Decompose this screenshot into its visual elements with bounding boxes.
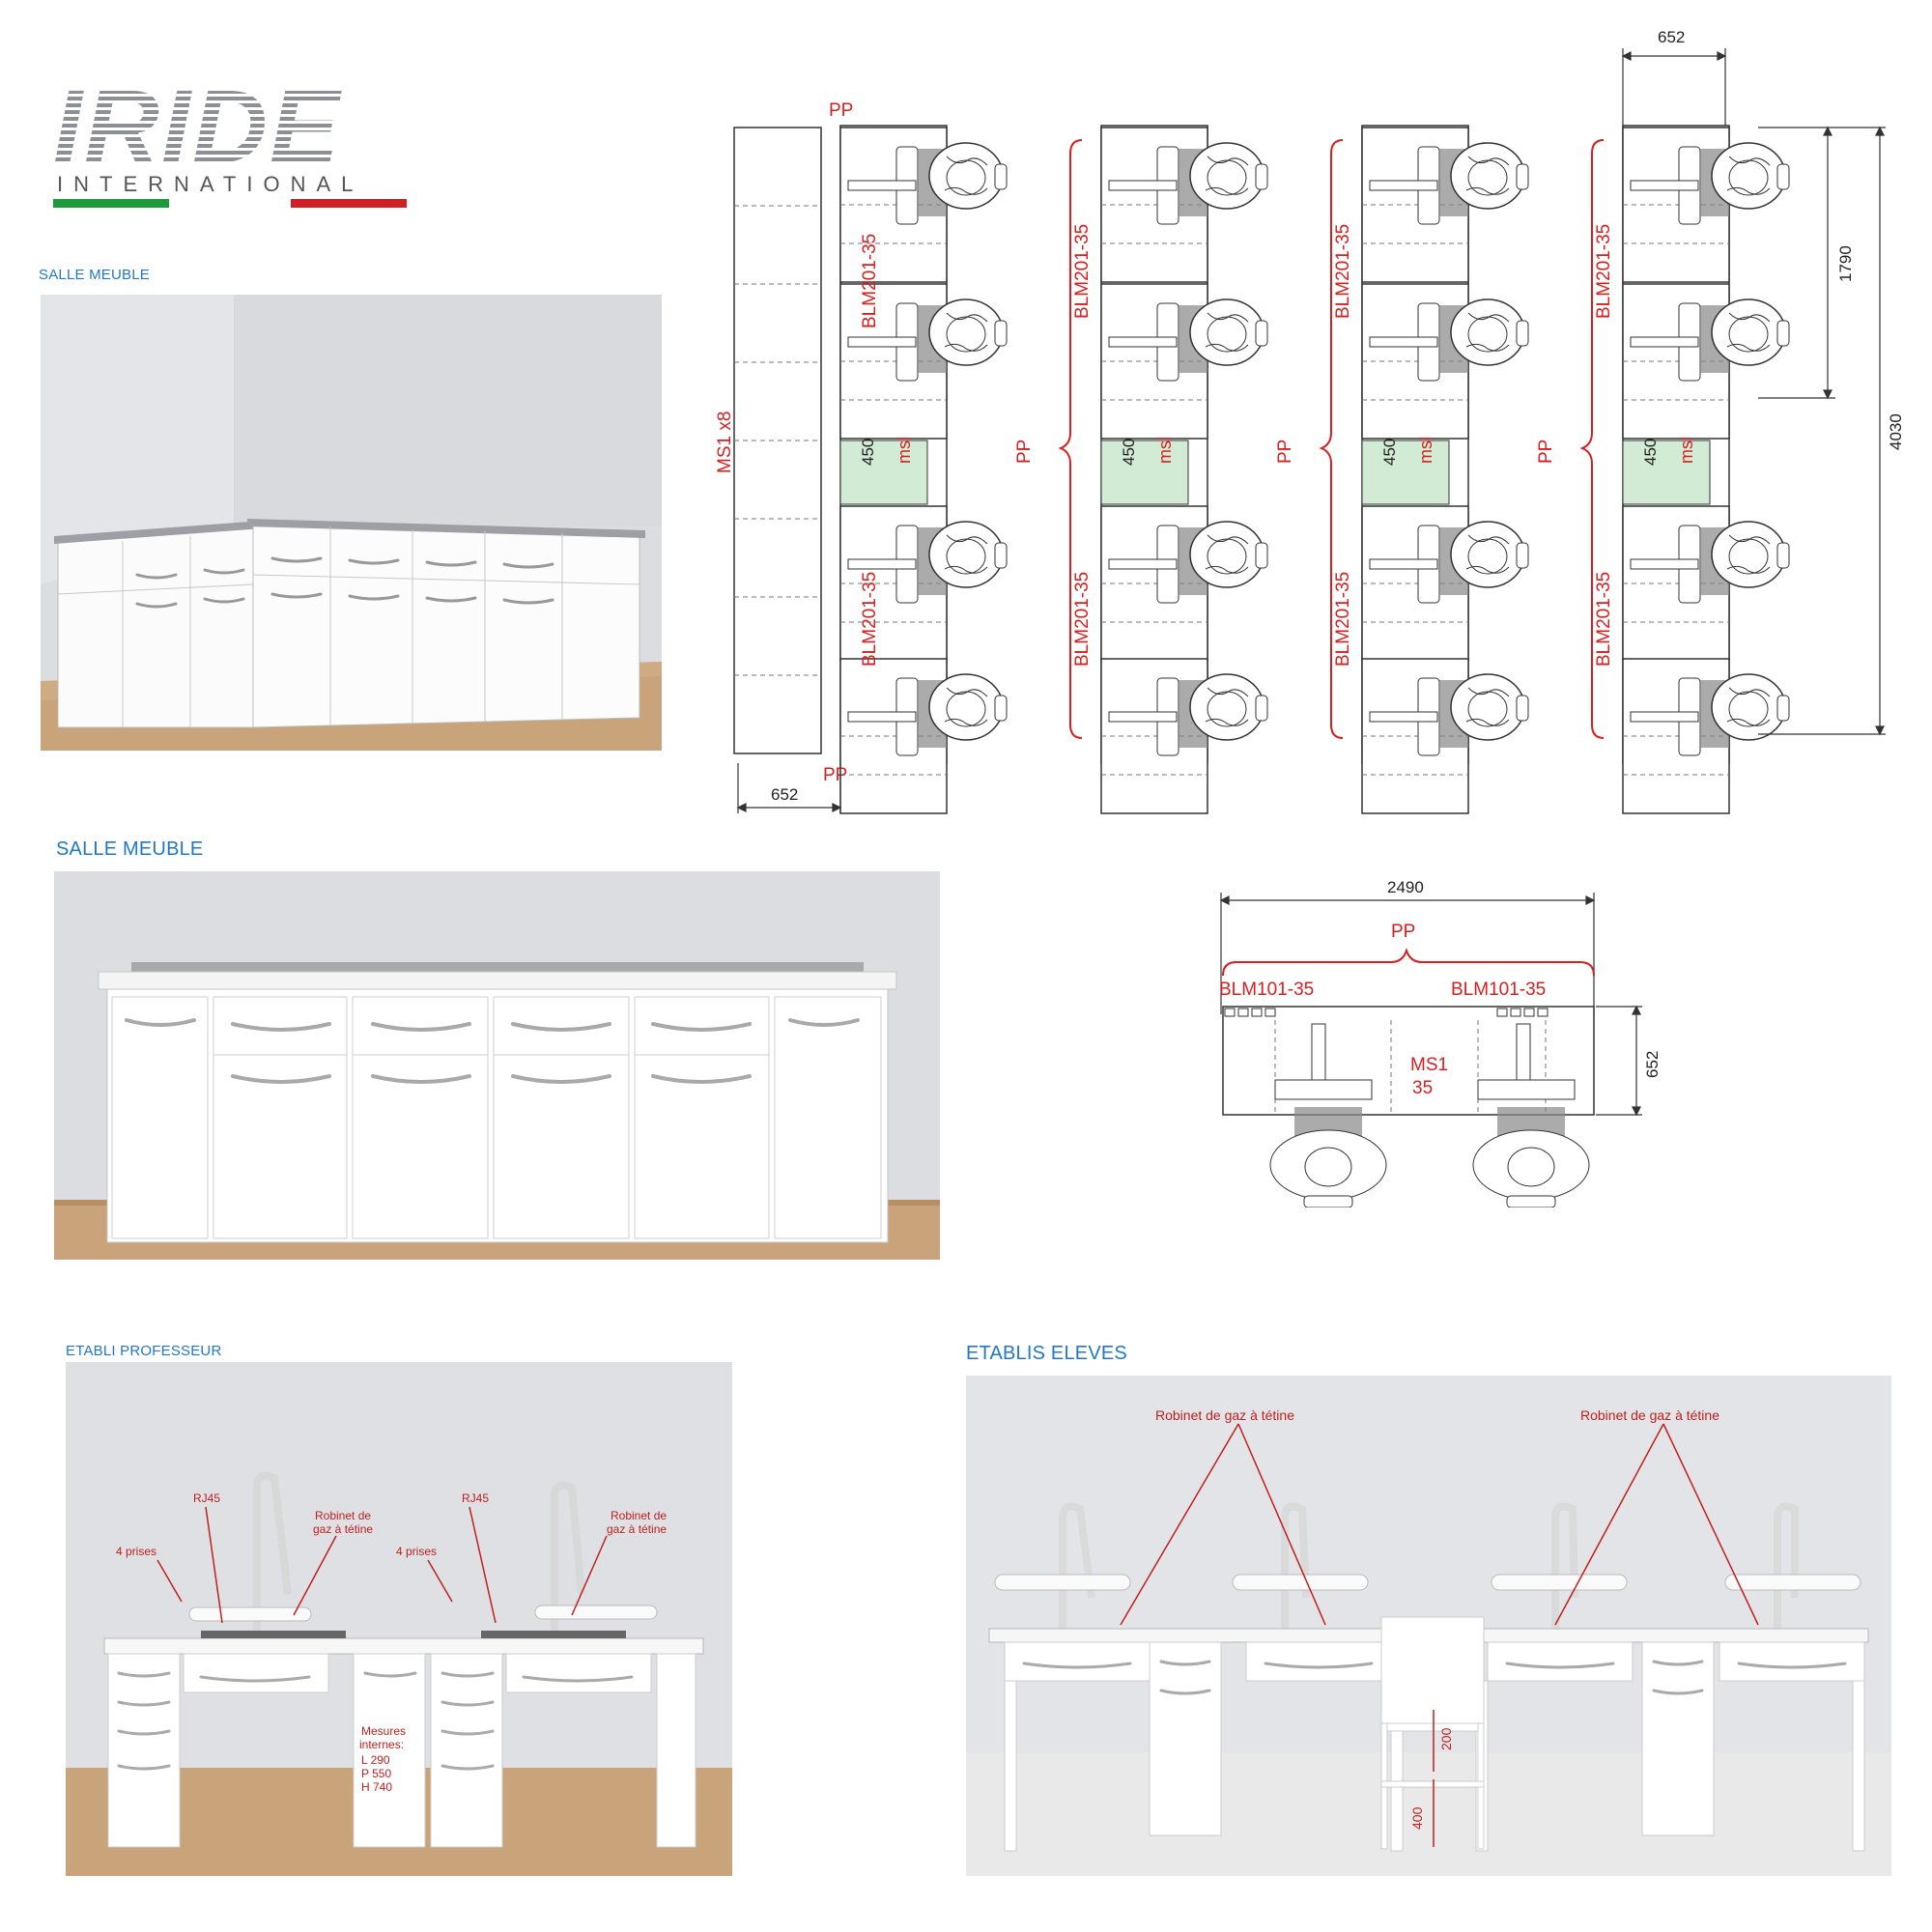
module-bottom-left: BLM101-35 — [1219, 980, 1314, 1000]
prof-prises-left: 4 prises — [116, 1545, 156, 1558]
dim-652-top: 652 — [1658, 28, 1685, 46]
prof-mesure-l: L 290 — [361, 1753, 390, 1767]
section-label-salle-meuble-1: SALLE MEUBLE — [39, 267, 150, 283]
module-label-c1-top: BLM201-35 — [860, 234, 880, 328]
plan-column-3 — [1362, 126, 1528, 813]
ms1-bottom-line1: MS1 — [1410, 1055, 1448, 1075]
logo-subtitle: INTERNATIONAL — [57, 172, 363, 196]
gap-450-c3: 450 — [1380, 439, 1399, 466]
prof-rj45-left: RJ45 — [193, 1492, 220, 1505]
render-salle-meuble-straight — [54, 871, 940, 1260]
prof-mesures-1: Mesures — [361, 1724, 406, 1738]
module-label-c4-bottom: BLM201-35 — [1594, 572, 1614, 667]
pp-group-c3: PP — [1275, 440, 1295, 464]
robinet-gaz-left: Robinet de gaz à tétine — [1155, 1407, 1294, 1423]
iride-logo: IRIDE INTERNATIONAL — [53, 68, 420, 214]
dim-2490: 2490 — [1387, 879, 1424, 896]
pp-group-c2: PP — [1014, 440, 1035, 464]
prof-robinet-right-2: gaz à tétine — [607, 1522, 667, 1536]
prof-robinet-left-2: gaz à tétine — [313, 1522, 373, 1536]
gap-msl-c4: msl — [1677, 437, 1696, 464]
gap-450-c4: 450 — [1641, 439, 1660, 466]
prof-rj45-right: RJ45 — [462, 1492, 489, 1505]
prof-mesure-p: P 550 — [361, 1767, 391, 1780]
pp-group-c4: PP — [1536, 440, 1556, 464]
section-label-etablis-eleves: ETABLIS ELEVES — [966, 1343, 1127, 1364]
logo-wordmark: IRIDE — [53, 70, 342, 185]
prof-robinet-left-1: Robinet de — [315, 1509, 371, 1522]
plan-column-2 — [1101, 126, 1267, 813]
ms1-x8-label: MS1 x8 — [715, 412, 735, 473]
robinet-gaz-right: Robinet de gaz à tétine — [1580, 1407, 1719, 1423]
render-etablis-eleves: 200 400 Robinet de gaz à tétine Robinet … — [966, 1376, 1891, 1876]
pp-group-bottom: PP — [1391, 922, 1415, 942]
prof-mesures-2: internes: — [359, 1738, 404, 1751]
dim-652-bottom: 652 — [771, 785, 798, 804]
gap-msl-c1: msl — [895, 437, 914, 464]
module-bottom-right: BLM101-35 — [1451, 980, 1546, 1000]
dim-652-bottom-plan: 652 — [1643, 1051, 1662, 1078]
dim-4030: 4030 — [1887, 413, 1905, 450]
logo-green-bar — [53, 199, 169, 208]
gap-450-c1: 450 — [859, 439, 877, 466]
gap-msl-c3: msl — [1416, 437, 1435, 464]
module-label-c3-top: BLM201-35 — [1333, 224, 1353, 319]
section-label-etabli-professeur: ETABLI PROFESSEUR — [66, 1343, 222, 1359]
gap-msl-c2: msl — [1155, 437, 1175, 464]
prof-prises-right: 4 prises — [396, 1545, 437, 1558]
plan-column-1 — [840, 126, 1007, 813]
gap-450-c2: 450 — [1120, 439, 1138, 466]
prof-mesure-h: H 740 — [361, 1780, 392, 1794]
ms1-bottom-line2: 35 — [1412, 1078, 1433, 1098]
module-label-c2-bottom: BLM201-35 — [1072, 572, 1093, 667]
render-salle-meuble-corner — [41, 295, 662, 751]
pp-bottom-label: PP — [823, 765, 847, 785]
pp-top-label: PP — [829, 100, 853, 121]
plan-column-4 — [1623, 126, 1789, 813]
dim-400: 400 — [1409, 1806, 1425, 1830]
logo-red-bar — [291, 199, 407, 208]
render-etabli-professeur: RJ45 RJ45 4 prises 4 prises Robinet de g… — [66, 1362, 732, 1876]
prof-robinet-right-1: Robinet de — [611, 1509, 667, 1522]
plan-top-drawing: MS1 x8 PP PP BLM201-35 BLM201-35 BLM201-… — [696, 19, 1922, 831]
section-label-salle-meuble-2: SALLE MEUBLE — [56, 838, 204, 860]
dim-200: 200 — [1438, 1727, 1454, 1750]
module-label-c3-bottom: BLM201-35 — [1333, 572, 1353, 667]
module-label-c2-top: BLM201-35 — [1072, 224, 1093, 319]
dim-1790: 1790 — [1836, 245, 1855, 282]
module-label-c1-bottom: BLM201-35 — [860, 572, 880, 667]
plan-bottom-drawing: 2490 PP BLM101-35 BLM101-35 MS1 35 — [1208, 878, 1671, 1208]
module-label-c4-top: BLM201-35 — [1594, 224, 1614, 319]
